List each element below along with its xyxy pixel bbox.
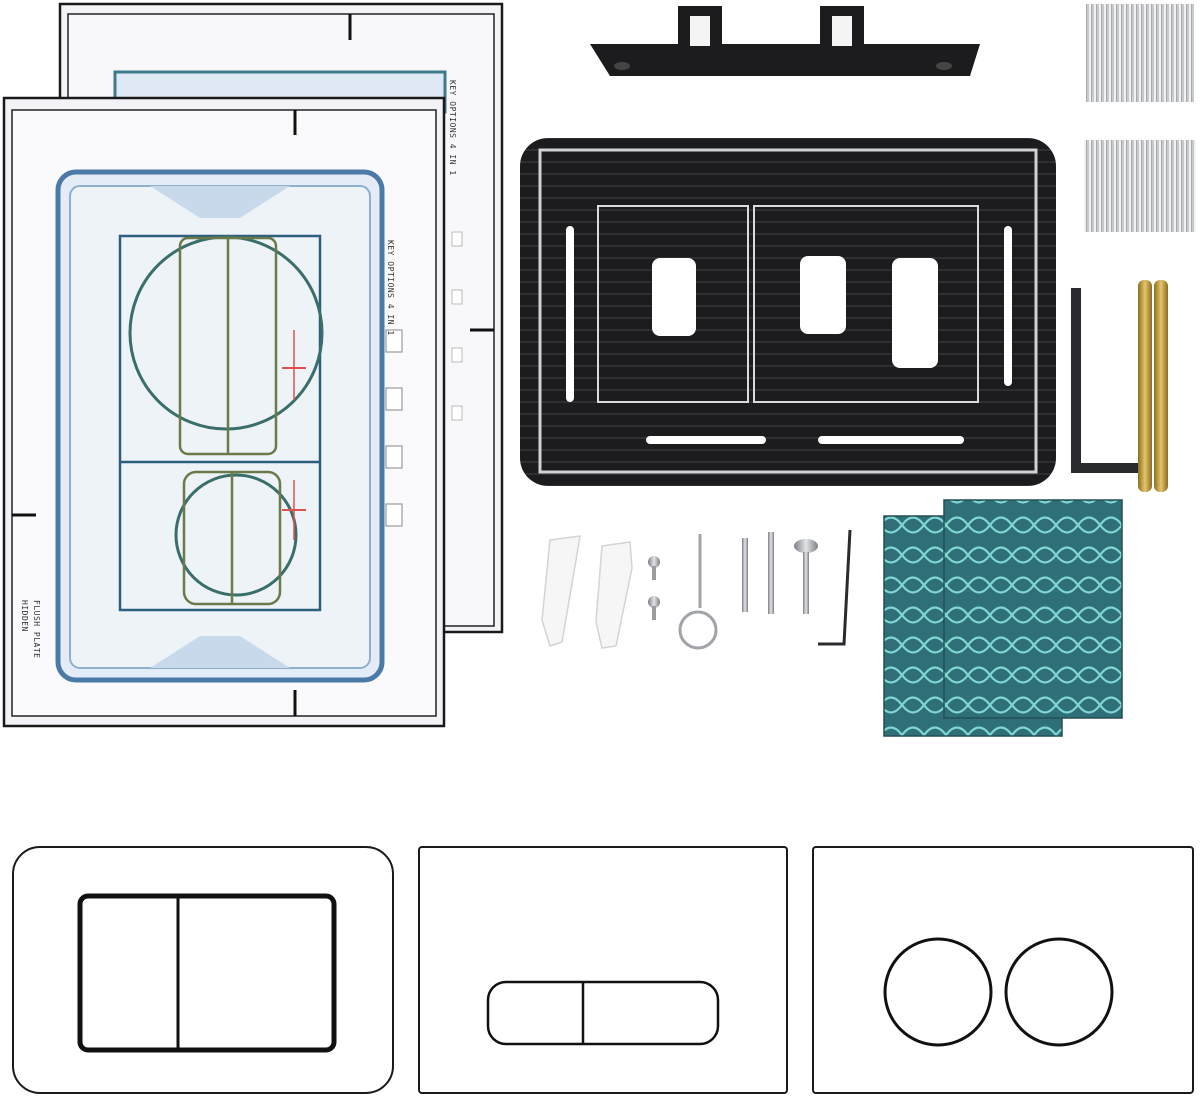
small-screws [648,556,660,620]
square-dual-button-icon [77,893,337,1053]
mounting-frame [520,138,1056,486]
round-dual-button-panel [812,846,1194,1094]
sheet-front-caption: KEY OPTIONS 4 IN 1 [386,240,395,336]
sheet-product-name: FLUSH PLATE [32,600,41,658]
small-allen-key [818,529,852,646]
plastic-spanners [541,535,633,649]
kit-components-illustration: KEY OPTIONS 4 IN 1 [2,2,1196,737]
steel-pins-bundle-bottom [1084,140,1196,232]
sheet-brand-mark: HIDDEN [20,600,29,632]
steel-pins-bundle-top [1086,4,1194,102]
sheet-back-caption: KEY OPTIONS 4 IN 1 [448,80,457,176]
brass-threaded-rods [1138,280,1168,492]
square-dual-button-panel [12,846,394,1094]
large-allen-key [1071,288,1142,473]
template-sheet-front: KEY OPTIONS 4 IN 1 HIDDEN FLUSH PLATE [2,96,463,728]
mounting-bracket [590,6,980,76]
spring-clip [678,534,718,650]
pill-dual-button-icon [486,980,720,1046]
abrasive-pads [883,499,1123,737]
pill-dual-button-panel [418,846,788,1094]
drill-bits [742,532,818,614]
round-dual-button-icon [883,937,1114,1047]
